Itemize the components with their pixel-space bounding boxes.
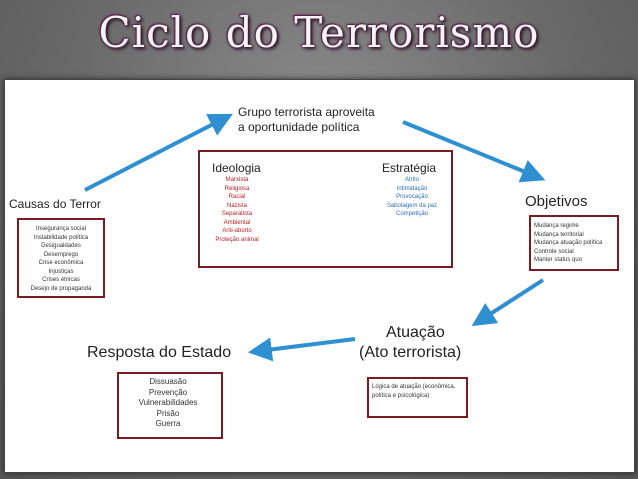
page-title: Ciclo do Terrorismo [98,8,540,57]
ideologia-item: Separatista [221,211,253,217]
atuacao-line1: Atuação [386,324,445,341]
objetivos-item: Manter status quo [534,257,583,263]
arrow-icon-grupo-to-objetivos [402,120,546,183]
resposta-item: Vulnerabilidades [138,398,198,407]
causas-item: Crises étnicas [42,277,80,283]
ideologia-heading: Ideologia [212,161,261,175]
objetivos-box [529,215,619,271]
atuacao-box [367,377,468,418]
resposta-item: Prevenção [148,387,188,397]
resposta-box [117,372,223,439]
objetivos-item: Controle social [534,248,574,255]
causas-item: Injustiças [48,268,74,275]
estrategia-item: Provocação [396,194,428,200]
ideologia-item: Religiosa [224,185,250,192]
resposta-item: Dissuasão [149,377,187,386]
causas-item: Instabilidade política [33,234,89,241]
ideologia-item: Marxista [225,177,249,183]
grupo-line2: a oportunidade política [238,120,360,134]
causas-box [17,218,105,298]
estrategia-heading: Estratégia [382,161,437,175]
grupo-line1: Grupo terrorista aproveita [238,105,375,119]
causas-item: Desejo de propaganda [30,285,92,292]
objetivos-heading: Objetivos [525,193,588,210]
ideologia-item: Proteção animal [215,236,259,243]
arrow-icon-causas-to-grupo [84,113,233,192]
causas-item: Desemprego [43,251,79,258]
estrategia-item: Atrito [404,177,419,183]
ideologia-estrategia-box [198,150,453,268]
resposta-heading: Resposta do Estado [87,344,232,361]
ideologia-item: Racial [228,194,246,200]
causas-item: Desigualdades [41,243,81,249]
objetivos-item: Mudança territorial [534,231,584,238]
ideologia-item: Ambiental [223,219,251,226]
atuacao-line2: (Ato terrorista) [359,344,462,361]
causas-item: Crise econômica [38,260,84,266]
estrategia-item: Intimidação [396,185,428,192]
diagram-panel: Grupo terrorista aproveita a oportunidad… [4,79,635,473]
ideologia-item: Nazista [226,202,247,209]
resposta-item: Prisão [156,408,180,418]
resposta-item: Guerra [155,419,181,428]
estrategia-item: Competição [395,211,428,217]
estrategia-item: Sabotagem da paz [386,202,438,209]
arrow-icon-objetivos-to-atuacao [471,278,545,327]
atuacao-box-text: Lógica de atuação (econômica, política e… [372,384,456,399]
causas-item: Insegurança social [35,226,87,232]
arrow-icon-atuacao-to-resposta [247,337,356,362]
objetivos-item: Mudança regime [534,223,579,229]
causas-heading: Causas do Terror [9,197,101,211]
objetivos-item: Mudança atuação política [534,240,603,246]
ideologia-item: Anti-aborto [222,228,252,234]
